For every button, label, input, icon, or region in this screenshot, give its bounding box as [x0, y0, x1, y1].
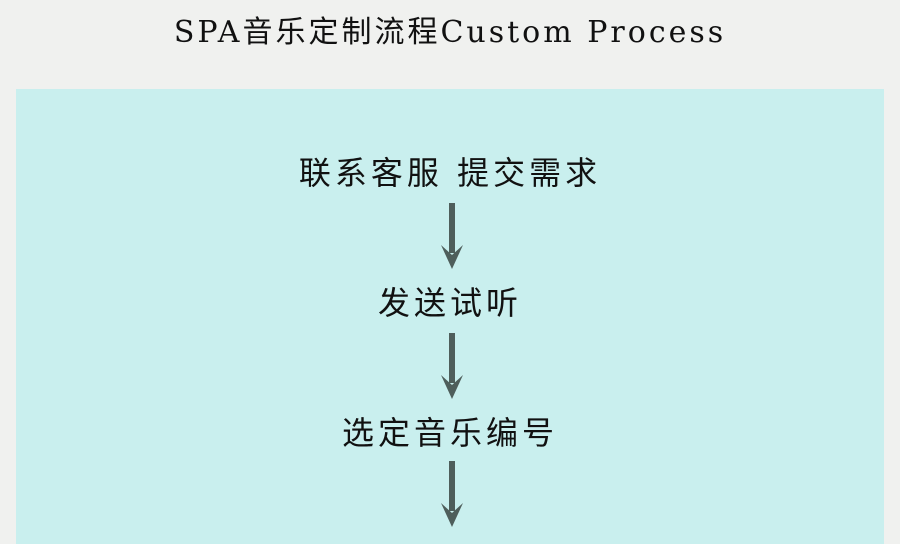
arrow-down-icon — [441, 203, 463, 269]
arrow-down-icon — [441, 333, 463, 399]
arrow-shaft — [449, 461, 455, 511]
arrow-shaft — [449, 333, 455, 383]
process-step-contact: 联系客服 提交需求 — [298, 154, 602, 192]
process-step-select-number: 选定音乐编号 — [341, 414, 558, 452]
page-title: SPA音乐定制流程Custom Process — [173, 15, 727, 50]
arrow-head — [441, 375, 463, 399]
arrow-down-icon — [441, 461, 463, 527]
arrow-head — [441, 503, 463, 527]
arrow-head — [441, 245, 463, 269]
process-panel: 联系客服 提交需求 发送试听 选定音乐编号 — [16, 89, 884, 544]
arrow-shaft — [449, 203, 455, 253]
process-step-audition: 发送试听 — [377, 284, 522, 322]
